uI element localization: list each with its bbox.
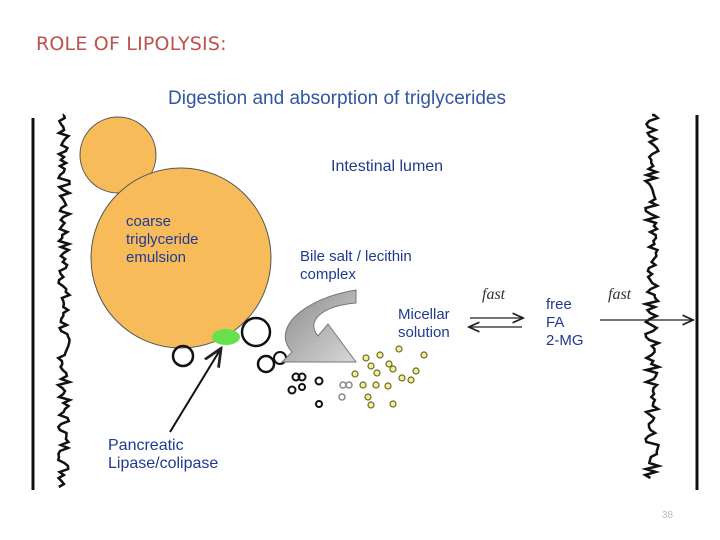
emulsion-label-line: emulsion	[126, 249, 187, 266]
fast-label-equilibrium: fast	[482, 286, 506, 303]
emulsion-label: coarse triglyceride emulsion	[126, 213, 199, 267]
product-droplet	[256, 354, 276, 374]
lipase-label-line: Pancreatic	[108, 437, 184, 454]
lipase-pointer-arrow	[169, 350, 220, 433]
products-label-line: 2-MG	[546, 332, 584, 349]
left-villi-edge	[55, 113, 74, 489]
emulsion-label-line: triglyceride	[126, 231, 199, 248]
intestinal-lumen-label: Intestinal lumen	[331, 158, 444, 175]
page-number: 38	[662, 510, 674, 521]
products-label: free FA 2-MG	[546, 296, 584, 350]
slide-title: ROLE OF LIPOLYSIS:	[36, 33, 227, 55]
diagram-title: Digestion and absorption of triglyceride…	[168, 88, 506, 109]
micellar-label-line: solution	[398, 324, 450, 341]
product-droplet	[171, 344, 195, 368]
product-droplet	[314, 376, 324, 386]
products-label-line: free	[546, 296, 572, 313]
micelle-group	[351, 345, 428, 409]
bile-complex-label: Bile salt / lecithin complex	[300, 248, 412, 284]
fast-label-absorption: fast	[608, 286, 632, 303]
lipase-enzyme	[212, 329, 240, 345]
coarse-emulsion-droplet	[90, 167, 272, 349]
product-droplet	[240, 316, 272, 348]
bile-label-line: Bile salt / lecithin	[300, 248, 412, 265]
product-droplet	[338, 393, 346, 401]
right-villi-edge	[640, 113, 664, 480]
product-droplet	[287, 385, 297, 395]
product-droplet	[339, 381, 347, 389]
micellar-label-line: Micellar	[398, 306, 450, 323]
product-droplet	[315, 400, 323, 408]
emulsion-label-line: coarse	[126, 213, 172, 230]
lipase-label-line: Lipase/colipase	[108, 455, 219, 472]
products-label-line: FA	[546, 314, 565, 331]
product-droplet	[298, 383, 306, 391]
product-droplet	[297, 372, 307, 382]
small-emulsion-droplet	[79, 116, 157, 194]
micellar-solution-label: Micellar solution	[398, 306, 450, 342]
lipase-label: Pancreatic Lipase/colipase	[108, 437, 218, 473]
bile-salt-curved-arrow	[280, 289, 357, 363]
bile-label-line: complex	[300, 266, 356, 283]
product-droplet	[345, 381, 353, 389]
